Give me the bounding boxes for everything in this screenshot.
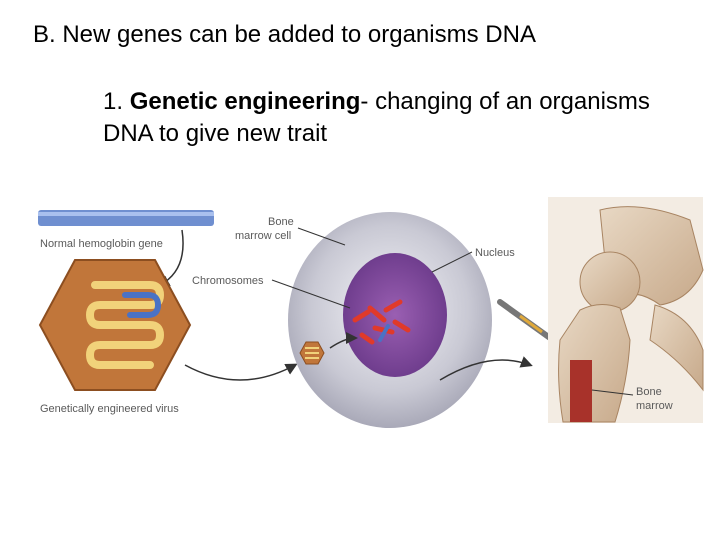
normal-gene-bar (38, 210, 214, 226)
bone-marrow-cell-label-line2: marrow cell (235, 230, 291, 242)
virus-illustration (38, 259, 192, 391)
bullet-point: 1. Genetic engineering- changing of an o… (103, 86, 703, 150)
nucleus-label: Nucleus (475, 247, 515, 259)
hip-bone-illustration (548, 197, 704, 423)
slide-heading: B. New genes can be added to organisms D… (33, 21, 536, 48)
virus-into-nucleus-arrow (329, 332, 358, 349)
cell-to-bone-arrow (439, 356, 533, 381)
nucleus-leader (431, 251, 473, 273)
bone-marrow-label-line1: Bone (636, 386, 662, 398)
bone-marrow-cell-label-line1: Bone (268, 216, 294, 228)
virus-label: Genetically engineered virus (40, 403, 179, 415)
chromosomes-leader (271, 279, 351, 309)
bullet-number: 1. (103, 88, 130, 115)
cell-nucleus (343, 253, 447, 377)
small-virus-icon (299, 341, 325, 365)
chromosomes-cluster (352, 299, 411, 345)
bone-marrow-cell-leader (297, 227, 346, 246)
bone-marrow-leader (591, 389, 634, 396)
chromosomes-label: Chromosomes (192, 275, 264, 287)
bullet-definition: - changing of an organisms DNA to give n… (103, 88, 650, 147)
key-term: Genetic engineering (129, 88, 361, 115)
bone-marrow-label-line2: marrow (636, 400, 673, 412)
gene-therapy-illustration: Normal hemoglobin gene Genetically engin… (0, 190, 720, 430)
normal-gene-label: Normal hemoglobin gene (40, 238, 163, 250)
virus-to-cell-arrow (184, 363, 298, 381)
